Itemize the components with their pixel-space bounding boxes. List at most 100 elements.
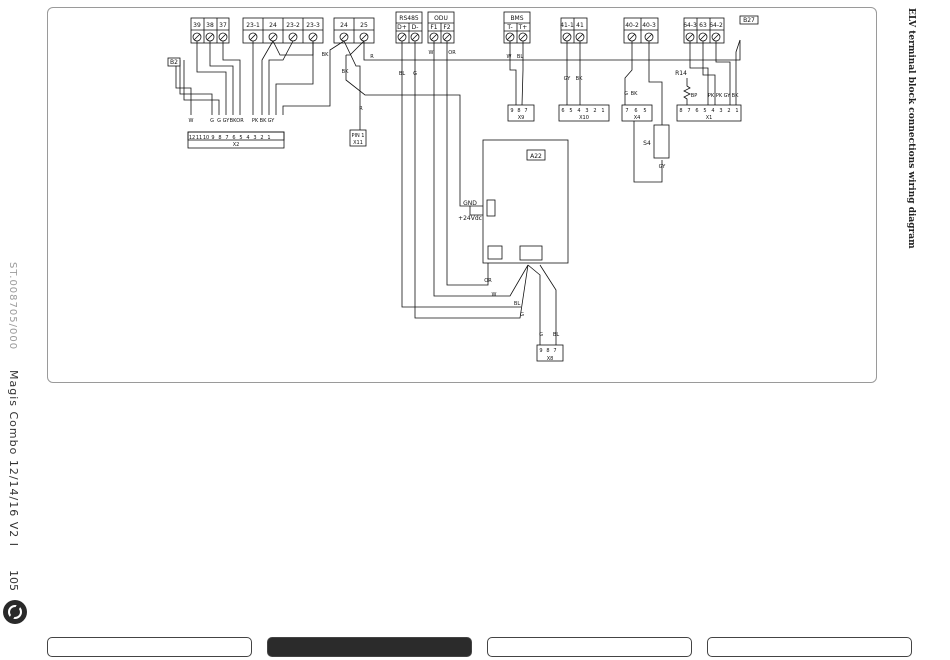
sensor-b27 (739, 15, 759, 25)
x4-name: X4 (634, 115, 641, 121)
x10-pin: 2 (593, 108, 596, 114)
connector-x11 (349, 129, 367, 147)
wire-color: PK (716, 93, 723, 99)
x1-pin: 2 (727, 108, 730, 114)
x11-pin: PIN 1 (351, 133, 364, 139)
pin-label: 23-1 (246, 22, 260, 29)
block-name: ODU (434, 15, 448, 22)
x1-pin: 5 (703, 108, 706, 114)
terminal-block-tb7 (683, 17, 725, 44)
wire-color: BK (230, 118, 237, 124)
model-name: Magis Combo 12/14/16 V2 I (7, 370, 20, 547)
connector-x4 (621, 104, 653, 122)
wire-color: BL (553, 332, 559, 338)
wire-color: G (520, 312, 524, 318)
x2-pin: 10 (203, 135, 209, 141)
wires (175, 39, 741, 345)
wire-color: G (624, 91, 628, 97)
x2-pin: 2 (260, 135, 263, 141)
x1-pin: 1 (735, 108, 738, 114)
wire-color: BP (691, 93, 697, 99)
pin-label: D- (412, 24, 419, 31)
x1-pin: 3 (719, 108, 722, 114)
pin-label: 40-2 (625, 22, 639, 29)
wire-color: W (429, 50, 434, 56)
x9-name: X9 (518, 115, 525, 121)
wire-color: BK (342, 69, 349, 75)
pin-label: F1 (430, 24, 437, 31)
section-tab-4[interactable] (707, 637, 912, 657)
pin-label: 25 (360, 22, 368, 29)
component-s4 (653, 124, 670, 159)
connector-x8 (536, 344, 564, 362)
wire-color: G (210, 118, 214, 124)
x9-pin: 7 (524, 108, 527, 114)
wire-color: BL (399, 71, 405, 77)
section-tab-2[interactable] (267, 637, 472, 657)
pin-label: 23-2 (286, 22, 300, 29)
x2-pin: 3 (253, 135, 256, 141)
x2-pin: 6 (232, 135, 235, 141)
label-r14: R14 (675, 70, 687, 77)
wire-color: GY (268, 118, 276, 124)
wire-color: R (370, 54, 374, 60)
x2-pin: 9 (211, 135, 214, 141)
x1-name: X1 (706, 115, 713, 121)
block-name: RS485 (399, 15, 419, 22)
wire-color: BK (576, 76, 583, 82)
pin-label: T- (506, 24, 512, 31)
label-s4: S4 (643, 140, 651, 147)
x10-name: X10 (579, 115, 589, 121)
x10-pin: 3 (585, 108, 588, 114)
x4-pin: 6 (634, 108, 637, 114)
block-name: BMS (510, 15, 523, 22)
wire-color: BL (517, 54, 523, 60)
pin-label: F2 (443, 24, 450, 31)
wire-color: R (359, 106, 363, 112)
pin-label: 63 (699, 22, 707, 29)
x4-pin: 7 (625, 108, 628, 114)
wire-color: BL (514, 301, 520, 307)
wire-color: GY (223, 118, 231, 124)
x8-name: X8 (547, 356, 554, 362)
pin-label: 37 (219, 22, 227, 29)
x1-pin: 8 (679, 108, 682, 114)
page-number: 105 (7, 570, 20, 591)
pin-label: 24 (269, 22, 277, 29)
x9-pin: 9 (510, 108, 513, 114)
module-a22 (482, 139, 569, 264)
wire-color: PK (708, 93, 715, 99)
pin-label: 64-2 (709, 22, 723, 29)
label-a22: A22 (530, 153, 542, 160)
x8-pin: 9 (539, 348, 542, 354)
x10-pin: 6 (561, 108, 564, 114)
x10-pin: 1 (601, 108, 604, 114)
connector-x10 (558, 104, 610, 122)
x10-pin: 4 (577, 108, 580, 114)
wire-color: OR (484, 278, 492, 284)
wire-color: OR (236, 118, 244, 124)
x8-pin: 7 (553, 348, 556, 354)
pin-label: 23-3 (306, 22, 320, 29)
diagram-frame (47, 7, 877, 383)
x2-name: X2 (233, 142, 240, 148)
pin-label: 41 (576, 22, 584, 29)
wire-color: BK (322, 52, 329, 58)
x2-pin: 8 (218, 135, 221, 141)
wire-color: G (413, 71, 417, 77)
wire-color: BK (260, 118, 267, 124)
section-tab-1[interactable] (47, 637, 252, 657)
wire-color: BK (732, 93, 739, 99)
document-code: ST.008705/000 (7, 262, 18, 351)
pin-label: 38 (206, 22, 214, 29)
pin-label: D+ (397, 24, 407, 31)
x1-pin: 7 (687, 108, 690, 114)
section-tab-3[interactable] (487, 637, 692, 657)
x1-pin: 6 (695, 108, 698, 114)
sensor-b2 (167, 57, 181, 67)
wire-color: GY (659, 164, 667, 170)
wire-color: PK (252, 118, 259, 124)
pin-label: 64-3 (683, 22, 697, 29)
page-title: ELV terminal block connections wiring di… (906, 8, 916, 249)
